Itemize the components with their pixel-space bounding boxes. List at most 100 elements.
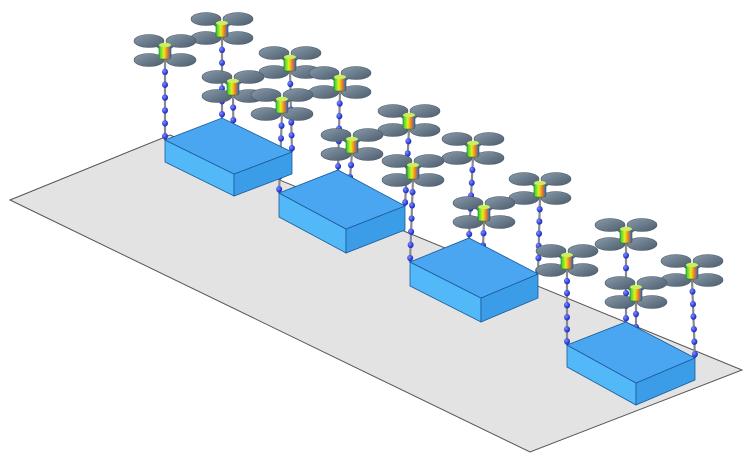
rotor-disc: [201, 89, 233, 103]
rotor-disc: [250, 88, 282, 102]
rotor-disc: [165, 53, 197, 67]
cable-node: [564, 338, 570, 345]
drone-hub-top: [407, 162, 419, 168]
quadrotor-drone-icon: [133, 34, 197, 67]
quadrotor-drone-icon: [320, 128, 384, 161]
cable-node: [405, 138, 412, 145]
rotor-disc: [320, 147, 352, 161]
rotor-disc: [409, 104, 441, 118]
payload-box-icon: [164, 117, 294, 197]
quadrotor-drone-icon: [381, 154, 445, 187]
cable-node: [278, 135, 285, 142]
drone-hub-top: [467, 140, 479, 146]
drone-hub-top: [334, 74, 346, 80]
cable-node: [409, 188, 416, 196]
rotor-disc: [409, 123, 441, 137]
rotor-disc: [473, 151, 505, 165]
cable-node: [633, 310, 639, 318]
tether-cable-icon: [162, 59, 168, 140]
payload-top-face: [164, 117, 294, 175]
rotor-disc: [604, 276, 636, 290]
drone-hub-top: [534, 180, 546, 186]
rotor-disc: [484, 215, 516, 229]
quadrotor-drone-icon: [377, 104, 441, 137]
rotor-disc: [660, 254, 692, 268]
quadrotor-drone-icon: [201, 70, 265, 103]
rotor-disc: [626, 218, 658, 232]
quadrotor-drone-icon: [452, 196, 516, 229]
rotor-disc: [340, 85, 372, 99]
payload-top-face: [409, 237, 539, 299]
rotor-disc: [377, 104, 409, 118]
cable-node: [564, 314, 570, 321]
payload-box-icon: [278, 169, 406, 254]
quadrotor-drone-icon: [258, 46, 322, 79]
payload-top-face: [566, 321, 696, 384]
cable-node: [402, 186, 409, 194]
cable-node: [408, 215, 415, 222]
drone-hub-top: [561, 252, 573, 258]
ground-plane: [8, 134, 744, 453]
tether-cable-icon: [407, 178, 416, 263]
cable-node: [219, 110, 225, 118]
rotor-disc: [452, 215, 484, 229]
rotor-disc: [165, 34, 197, 48]
drone-hub-top: [227, 78, 239, 84]
cable-node: [162, 68, 168, 76]
quadrotor-drone-icon: [594, 218, 658, 251]
payload-box-icon: [409, 237, 539, 323]
cable-node: [536, 206, 543, 213]
cable-node: [288, 119, 295, 126]
rotor-disc: [290, 46, 322, 60]
rotor-disc: [567, 244, 599, 258]
rotor-disc: [233, 70, 265, 84]
rotor-disc: [535, 244, 567, 258]
cable-node: [409, 202, 416, 209]
cable-node: [162, 81, 168, 88]
drone-hub-top: [159, 42, 171, 48]
rotor-disc: [473, 132, 505, 146]
rotor-disc: [222, 12, 254, 26]
payload-top-face: [278, 169, 406, 230]
cable-node: [162, 132, 168, 140]
rotor-disc: [636, 295, 668, 309]
rotor-disc: [452, 196, 484, 210]
cable-node: [466, 230, 473, 238]
drone-hub-top: [403, 112, 415, 118]
cable-node: [564, 301, 570, 309]
cable-node: [348, 161, 355, 169]
rotor-disc: [133, 34, 165, 48]
cable-node: [335, 163, 342, 170]
cable-node: [219, 46, 225, 54]
tether-cable-icon: [689, 278, 698, 359]
cable-node: [219, 59, 225, 66]
cable-node: [407, 254, 414, 262]
drone-hub-top: [620, 226, 632, 232]
cable-node: [162, 120, 168, 127]
rotor-disc: [250, 107, 282, 121]
quadrotor-drone-icon: [660, 254, 724, 287]
cable-node: [564, 277, 570, 285]
drone-hub-top: [686, 262, 698, 268]
cable-node: [468, 179, 475, 186]
rotor-disc: [692, 273, 724, 287]
quadrotor-drone-icon: [508, 172, 572, 205]
rotor-disc: [381, 154, 413, 168]
drone-hub-top: [346, 136, 358, 142]
cable-node: [278, 122, 285, 129]
cable-node: [564, 289, 570, 297]
rotor-disc: [282, 88, 314, 102]
rotor-disc: [308, 66, 340, 80]
rotor-disc: [413, 173, 445, 187]
rotor-disc: [441, 132, 473, 146]
quadrotor-drone-icon: [604, 276, 668, 309]
drone-hub-top: [276, 96, 288, 102]
cable-node: [276, 185, 283, 193]
cable-node: [691, 338, 698, 345]
rotor-disc: [352, 147, 384, 161]
rotor-disc: [201, 70, 233, 84]
cable-node: [623, 315, 629, 322]
payload-boxes: [164, 117, 696, 406]
rotor-disc: [320, 128, 352, 142]
cable-node: [288, 132, 295, 139]
